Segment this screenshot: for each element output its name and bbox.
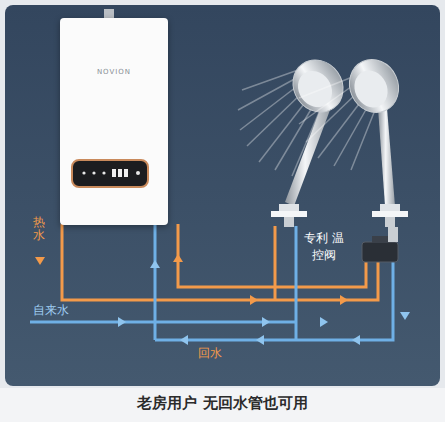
shower-handle xyxy=(378,108,395,206)
hot-pipe xyxy=(274,226,277,300)
arrow-down xyxy=(400,312,410,320)
display-segment xyxy=(118,169,122,177)
arrow-right xyxy=(262,317,270,327)
shower-face xyxy=(348,65,393,113)
thermostatic-valve xyxy=(372,236,388,243)
indicator xyxy=(92,171,95,174)
arrow-left xyxy=(352,335,360,345)
valve-pipe xyxy=(388,227,398,242)
cold-pipes xyxy=(30,224,393,340)
valve-label: 专利 温控阀 xyxy=(304,230,344,264)
cold-pipe xyxy=(154,224,157,340)
spray-line xyxy=(299,76,355,98)
spray-line xyxy=(306,92,358,142)
display-segment xyxy=(112,169,116,177)
return-pipe xyxy=(155,262,393,340)
shower-head xyxy=(341,51,407,120)
cold-arrows xyxy=(118,260,410,345)
arrow-right xyxy=(320,317,328,327)
shower-1 xyxy=(238,50,353,227)
indicator xyxy=(136,171,140,175)
arrow-up xyxy=(173,254,183,262)
hot-pipe xyxy=(178,224,366,287)
indicator xyxy=(102,171,105,174)
indicator xyxy=(82,171,85,174)
heater-display xyxy=(60,18,160,225)
arrow-right xyxy=(118,317,126,327)
display-segment xyxy=(124,169,128,177)
arrow-right xyxy=(340,295,348,305)
shower-2 xyxy=(299,51,408,227)
pipe-label: 热水 xyxy=(33,216,45,242)
spray-line xyxy=(334,106,368,166)
cold-pipe xyxy=(30,321,296,324)
thermostatic-valve xyxy=(362,242,398,262)
spray-line xyxy=(259,100,307,162)
shower-handle xyxy=(285,104,330,206)
hot-pipe xyxy=(62,224,378,300)
water-heater: NOVION xyxy=(60,18,168,225)
hot-arrows xyxy=(35,254,348,305)
spray-line xyxy=(242,70,298,90)
caption-band xyxy=(0,388,445,422)
shower-face xyxy=(291,64,339,113)
valve xyxy=(380,204,400,211)
arrow-right xyxy=(250,295,258,305)
dark-panel xyxy=(5,5,440,386)
arrow-down xyxy=(35,257,45,265)
arrow-left xyxy=(180,335,188,345)
arrow-up xyxy=(150,260,160,268)
spray-line xyxy=(351,110,375,170)
valve xyxy=(284,217,294,227)
valve xyxy=(372,211,408,217)
display-panel xyxy=(72,160,148,187)
brand-name: NOVION xyxy=(60,68,168,76)
cold-pipe xyxy=(295,226,298,340)
pipe-label: 自来水 xyxy=(33,302,69,319)
pipe-label: 回水 xyxy=(198,345,222,362)
valve xyxy=(271,211,307,217)
arrow-left xyxy=(256,335,264,345)
valve xyxy=(279,204,299,211)
valve xyxy=(385,217,395,227)
caption: 老房用户 无回水管也可用 xyxy=(0,394,445,413)
hot-pipes xyxy=(62,224,378,300)
